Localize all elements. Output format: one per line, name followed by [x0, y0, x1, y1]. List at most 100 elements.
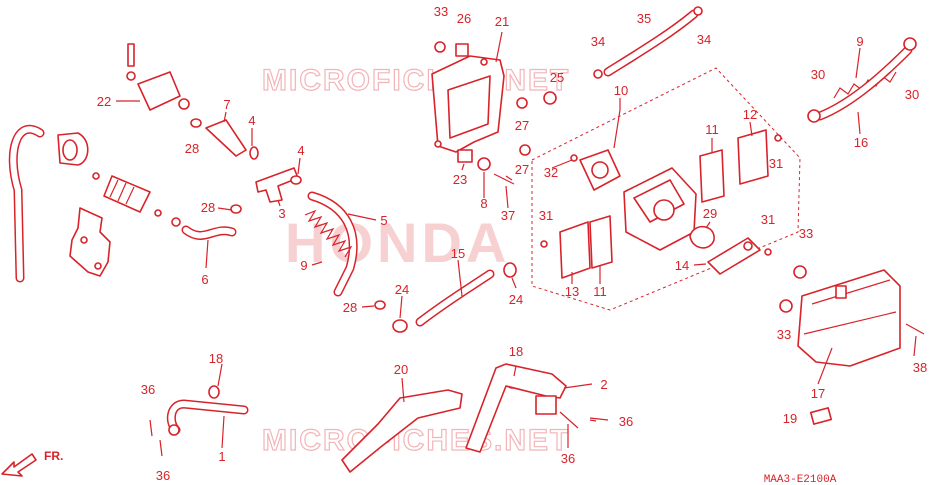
clip-34a — [593, 69, 603, 79]
callout-28c: 28 — [343, 300, 357, 315]
cover-14 — [707, 237, 761, 275]
callout-4b: 4 — [297, 143, 304, 158]
callout-labels: 22 7 4 4 28 3 5 9 28 6 28 24 24 15 33 26… — [97, 4, 927, 483]
tube-7 — [205, 119, 247, 157]
gasket-29 — [689, 225, 715, 249]
callout-13: 13 — [565, 284, 579, 299]
leader-lines — [116, 31, 917, 449]
callout-7: 7 — [223, 97, 230, 112]
callout-36d: 36 — [561, 451, 575, 466]
callout-18a: 18 — [209, 351, 223, 366]
callout-22: 22 — [97, 94, 111, 109]
hose-15 — [415, 269, 495, 327]
clip-30a — [807, 109, 821, 123]
callout-20: 20 — [394, 362, 408, 377]
bolts-36 — [149, 411, 609, 457]
callout-30a: 30 — [811, 67, 825, 82]
callout-14: 14 — [675, 258, 689, 273]
spring-9-left — [304, 209, 353, 258]
watermark-center: HONDA — [285, 211, 510, 274]
hose-5 — [307, 191, 358, 297]
hose-16 — [815, 45, 913, 121]
callout-21: 21 — [495, 14, 509, 29]
washer-27b — [519, 144, 531, 156]
bracket-20 — [341, 389, 463, 473]
callout-27a: 27 — [515, 118, 529, 133]
diagram-code: MAA3-E2100A — [764, 474, 837, 485]
bolts-31 — [540, 134, 782, 256]
filter-bracket — [69, 207, 111, 277]
hose-clip — [57, 132, 89, 166]
collar-23 — [457, 149, 473, 163]
clips-24 — [392, 262, 517, 333]
callout-24b: 24 — [509, 292, 523, 307]
body-10 — [623, 167, 697, 251]
tee-joint-3 — [255, 167, 299, 203]
callout-9a: 9 — [300, 258, 307, 273]
washer-8 — [477, 157, 491, 171]
cap-19 — [809, 407, 833, 425]
nut-33c — [779, 299, 793, 313]
callout-11a: 11 — [705, 122, 719, 137]
callout-31a: 31 — [769, 156, 783, 171]
clip-30b — [903, 37, 917, 51]
assembly-box — [531, 67, 801, 311]
callout-16: 16 — [854, 135, 868, 150]
callout-28a: 28 — [185, 141, 199, 156]
callout-31b: 31 — [539, 208, 553, 223]
callout-36b: 36 — [156, 468, 170, 483]
callout-25: 25 — [550, 70, 564, 85]
plate-13 — [559, 221, 591, 279]
callout-36c: 36 — [619, 414, 633, 429]
callout-19: 19 — [783, 411, 797, 426]
bolt-38 — [905, 323, 925, 335]
callout-31c: 31 — [761, 212, 775, 227]
callout-23: 23 — [453, 172, 467, 187]
gasket-11a — [699, 149, 725, 203]
bracket-21 — [431, 55, 505, 153]
callout-6: 6 — [201, 272, 208, 287]
callout-8: 8 — [480, 196, 487, 211]
nut-33b — [793, 265, 807, 279]
callout-37: 37 — [501, 208, 515, 223]
callout-4a: 4 — [248, 113, 255, 128]
forward-arrow-icon — [1, 453, 37, 477]
callout-1: 1 — [218, 449, 225, 464]
clips-small — [171, 118, 386, 310]
callout-32: 32 — [544, 165, 558, 180]
fuel-filter — [92, 172, 162, 217]
collar-26 — [455, 43, 469, 57]
callout-33b: 33 — [799, 226, 813, 241]
gasket-32 — [579, 149, 621, 191]
gasket-11b — [589, 215, 613, 269]
callout-9b: 9 — [856, 34, 863, 49]
oring-18a — [208, 385, 220, 399]
callout-27b: 27 — [515, 162, 529, 177]
nut-25 — [543, 91, 557, 105]
tube-6 — [181, 225, 237, 240]
callout-36a: 36 — [141, 382, 155, 397]
fuel-line-left-hose — [8, 124, 45, 283]
bolt-37 — [493, 173, 515, 185]
callout-11b: 11 — [593, 284, 607, 299]
callout-15: 15 — [451, 246, 465, 261]
callout-38: 38 — [913, 360, 927, 375]
callout-34a: 34 — [591, 34, 605, 49]
callout-29: 29 — [703, 206, 717, 221]
valve-solenoid-22 — [126, 43, 190, 111]
callout-10: 10 — [614, 83, 628, 98]
watermark-bottom: MICROFICHES.NET — [262, 424, 570, 457]
callout-5: 5 — [380, 213, 387, 228]
canister-17 — [797, 269, 901, 367]
callout-18b: 18 — [509, 344, 523, 359]
nut-33 — [434, 41, 446, 53]
callout-17: 17 — [811, 386, 825, 401]
callout-24a: 24 — [395, 282, 409, 297]
pipe-2 — [465, 363, 567, 453]
callout-35: 35 — [637, 11, 651, 26]
callout-28b: 28 — [201, 200, 215, 215]
washer-27a — [516, 97, 528, 109]
callout-26: 26 — [457, 11, 471, 26]
clip-34b — [693, 6, 703, 16]
callout-33c: 33 — [777, 327, 791, 342]
